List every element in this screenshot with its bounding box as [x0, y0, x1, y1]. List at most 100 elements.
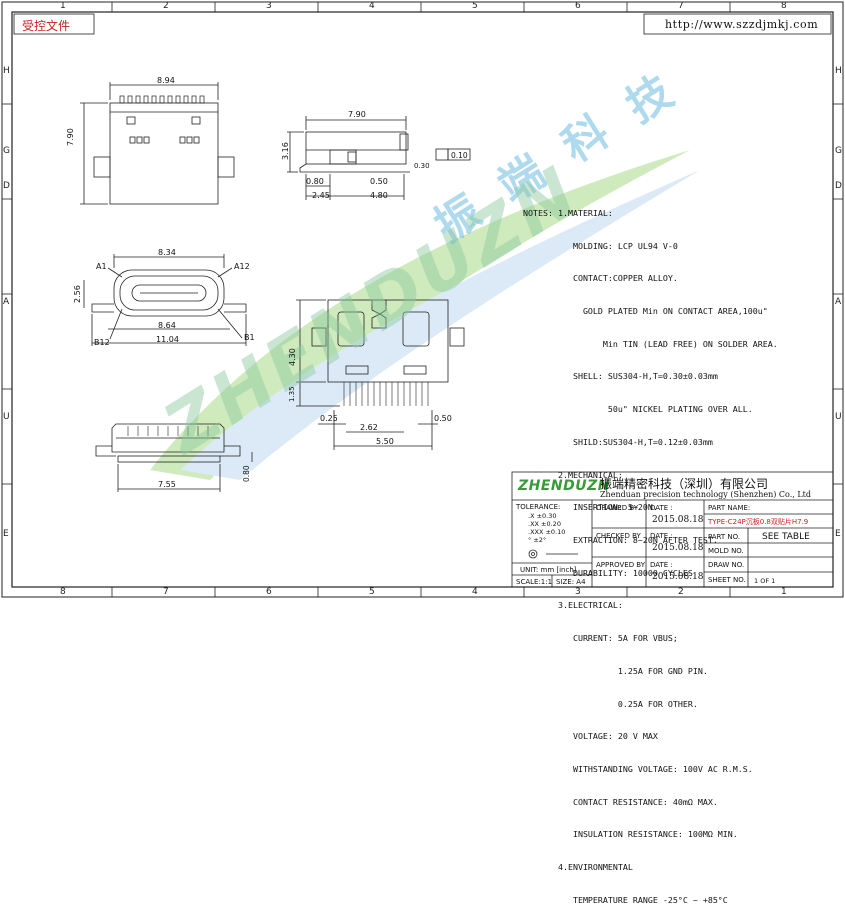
date-value-3: 2015.08.18 [652, 572, 704, 582]
date-value-1: 2015.08.18 [652, 515, 704, 525]
part-name-value: TYPE-C24P沉板0.8双贴片H7.9 [708, 518, 809, 526]
dim-top-height: 7.90 [66, 128, 75, 146]
dim-pad-550: 5.50 [376, 437, 394, 446]
note-line: SHILD:SUS304-H,T=0.12±0.03mm [523, 436, 713, 447]
zone-right-h: H [835, 66, 842, 76]
zone-bottom-3: 3 [575, 587, 581, 597]
drawing-canvas [1, 1, 844, 598]
watermark-graphic [150, 150, 700, 480]
tolerance-row: .X ±0.30 [528, 512, 557, 520]
dim-side-245: 2.45 [312, 191, 330, 200]
label-b12: B12 [94, 338, 110, 347]
zone-left-u: U [3, 412, 10, 422]
part-name-label: PART NAME: [708, 504, 751, 512]
company-url[interactable]: http://www.szzdjmkj.com [665, 18, 819, 31]
top-view [80, 82, 235, 205]
note-line: 4.ENVIRONMENTAL [523, 862, 633, 873]
controlled-file-stamp: 受控文件 [22, 19, 71, 33]
inner-border [11, 11, 834, 588]
dim-pad-262: 2.62 [360, 423, 378, 432]
note-line: Min TIN (LEAD FREE) ON SOLDER AREA. [523, 338, 778, 349]
zone-right-g: G [835, 146, 842, 156]
zone-right-d: D [835, 181, 842, 191]
zone-left-a: A [3, 297, 10, 307]
note-line: EXTRACTION: 8~20N AFTER TEST. [523, 535, 718, 545]
note-line: CURRENT: 5A FOR VBUS; [523, 633, 678, 644]
tolerance-row: ° ±2° [528, 536, 547, 544]
dim-side-080: 0.80 [306, 177, 324, 186]
zone-top-1: 1 [60, 1, 66, 11]
zone-bottom-8: 8 [60, 587, 66, 597]
note-line: 2.MECHANICAL: [523, 469, 623, 480]
note-line: WITHSTANDING VOLTAGE: 100V AC R.M.S. [523, 764, 753, 775]
date-label-2: DATE : [650, 532, 673, 540]
sheet-no-value: 1 OF 1 [754, 577, 776, 585]
date-label-3: DATE : [650, 561, 673, 569]
note-line: VOLTAGE: 20 V MAX [523, 731, 658, 742]
zone-right-e: E [835, 529, 841, 539]
bottom-view [95, 423, 253, 492]
zone-right-u: U [835, 412, 842, 422]
dim-pad-135: 1.35 [288, 386, 296, 402]
side-view [287, 116, 471, 200]
dim-flatness: 0.10 [451, 151, 468, 160]
scale-label: SCALE:1:1 [516, 578, 553, 586]
zone-top-8: 8 [781, 1, 787, 11]
dim-pad-height: 4.30 [288, 348, 297, 366]
note-line: CONTACT RESISTANCE: 40mΩ MAX. [523, 796, 718, 807]
zone-bottom-4: 4 [472, 587, 478, 597]
zone-top-6: 6 [575, 1, 581, 11]
zone-ticks [2, 2, 843, 597]
zone-top-3: 3 [266, 1, 272, 11]
note-line: 3.ELECTRICAL: [523, 600, 623, 611]
note-line: CONTACT:COPPER ALLOY. [523, 273, 678, 284]
approved-by-label: APPROVED BY [596, 561, 646, 569]
dim-front-pitch: 8.64 [158, 321, 176, 330]
zone-left-d: D [3, 181, 10, 191]
date-value-2: 2015.08.18 [652, 543, 704, 553]
zone-bottom-1: 1 [781, 587, 787, 597]
note-line: NOTES: 1.MATERIAL: [523, 207, 613, 218]
tolerance-row: .XXX ±0.10 [528, 528, 566, 536]
dim-side-width: 7.90 [348, 110, 366, 119]
dim-side-050: 0.50 [370, 177, 388, 186]
note-line: INSERTION: 5~20N. [523, 502, 658, 513]
dim-side-480: 4.80 [370, 191, 388, 200]
zone-bottom-5: 5 [369, 587, 375, 597]
dim-pad-025: 0.25 [320, 414, 338, 423]
zone-top-5: 5 [472, 1, 478, 11]
dim-bottom-width: 7.55 [158, 480, 176, 489]
zone-bottom-2: 2 [678, 587, 684, 597]
dim-side-height: 3.16 [281, 142, 290, 160]
title-logo: ZHENDUZN [518, 478, 611, 494]
dim-top-width: 8.94 [157, 76, 175, 85]
mold-no-label: MOLD NO. [708, 547, 744, 555]
date-label-1: DATE : [650, 504, 673, 512]
zone-left-e: E [3, 529, 9, 539]
part-no-value: SEE TABLE [762, 532, 810, 542]
unit-label: UNIT: mm [inch] [520, 566, 577, 574]
note-line: GOLD PLATED Min ON CONTACT AREA,100u" [523, 305, 768, 316]
tolerance-row: .XX ±0.20 [528, 520, 561, 528]
dim-front-width: 8.34 [158, 248, 176, 257]
dim-front-height: 2.56 [73, 285, 82, 303]
url-box [643, 13, 832, 35]
note-line: 1.25A FOR GND PIN. [523, 665, 708, 676]
size-label: SIZE: A4 [556, 578, 586, 586]
label-a1: A1 [96, 262, 107, 271]
draw-no-label: DRAW NO. [708, 561, 745, 569]
tolerance-label: TOLERANCE: [516, 503, 561, 511]
dim-front-total: 11.04 [156, 335, 179, 344]
note-line: SHELL: SUS304-H,T=0.30±0.03mm [523, 371, 718, 382]
zone-top-7: 7 [678, 1, 684, 11]
note-line: 50u" NICKEL PLATING OVER ALL. [523, 404, 753, 415]
part-no-label: PART NO. [708, 533, 741, 541]
drawn-by-label: DRAWED BY [596, 504, 639, 512]
pad-view [296, 299, 465, 450]
zone-top-2: 2 [163, 1, 169, 11]
controlled-file-box [13, 13, 95, 35]
note-line: MOLDING: LCP UL94 V-0 [523, 240, 678, 251]
zone-bottom-6: 6 [266, 587, 272, 597]
zone-top-4: 4 [369, 1, 375, 11]
note-line: 0.25A FOR OTHER. [523, 698, 698, 709]
